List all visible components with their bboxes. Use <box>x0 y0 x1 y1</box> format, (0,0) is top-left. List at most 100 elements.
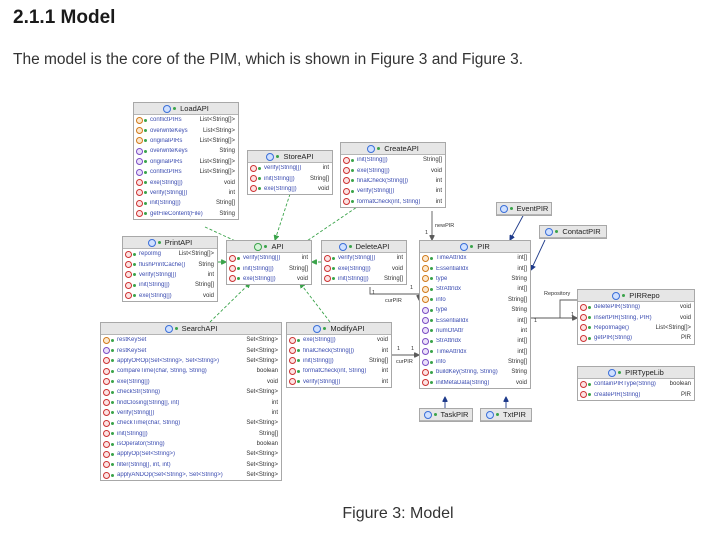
class-box-txtpir: TxtPIR <box>480 408 532 422</box>
member-type: void <box>391 265 403 272</box>
member-name: TimeAttrIdx <box>436 255 467 262</box>
edge-searchapi-api <box>209 283 250 323</box>
property-icon <box>136 168 143 176</box>
label-curpir-delete: curPIR <box>385 298 402 304</box>
member-name: info <box>436 359 446 366</box>
method-icon <box>250 185 257 193</box>
method-icon <box>422 368 429 376</box>
member-type: int[] <box>517 255 527 262</box>
visibility-icon <box>351 189 354 193</box>
class-header: EventPIR <box>497 203 551 215</box>
class-member: RepoImage()List<String[]> <box>578 323 694 333</box>
visibility-icon <box>111 380 114 384</box>
member-name: finalCheck(String[]) <box>357 177 409 184</box>
member-type: void <box>296 275 308 282</box>
member-name: init(String[]) <box>303 357 334 364</box>
visibility-icon <box>237 267 240 271</box>
method-icon <box>103 399 110 407</box>
method-icon <box>136 189 143 197</box>
class-member: exe(String[])void <box>227 274 311 284</box>
class-member: exe(String[])void <box>101 377 281 387</box>
class-icon <box>423 410 432 419</box>
member-type: String[] <box>507 296 527 303</box>
class-header: PIR <box>420 241 530 253</box>
member-name: EssentialIdx <box>436 317 469 324</box>
class-member: verify(String[])int <box>101 408 281 418</box>
class-header: TaskPIR <box>420 409 472 421</box>
class-header: ModifyAPI <box>287 323 391 335</box>
method-icon <box>343 187 350 195</box>
method-icon <box>422 379 429 387</box>
label-repository: Repository <box>544 291 571 297</box>
property-icon <box>422 327 429 335</box>
member-name: getPIR(String) <box>594 335 633 342</box>
member-name: originalPIRs <box>150 137 183 144</box>
intro-paragraph: The model is the core of the PIM, which … <box>13 51 524 68</box>
member-type: boolean <box>256 441 278 448</box>
member-type: int <box>381 378 388 385</box>
member-type: Set<String> <box>246 389 278 396</box>
method-icon <box>103 440 110 448</box>
method-icon <box>289 378 296 386</box>
class-icon <box>266 152 275 161</box>
member-type: int <box>381 347 388 354</box>
member-type: String <box>219 210 235 217</box>
member-name: compareTime(char, String, String) <box>117 368 207 375</box>
class-header: CreateAPI <box>341 143 445 155</box>
class-member: verify(String[])int <box>227 253 311 263</box>
class-member: verify(String[]) int <box>322 253 406 263</box>
class-header: PrintAPI <box>123 237 217 249</box>
class-member: init(String[])String[] <box>134 198 238 208</box>
label-mult-6: 1 <box>534 318 538 324</box>
label-mult-2: 1 <box>372 290 376 296</box>
class-name: API <box>271 242 284 251</box>
property-icon <box>422 337 429 345</box>
class-member: exe(String[])void <box>341 165 445 175</box>
visibility-icon <box>297 359 300 363</box>
member-name: init(String[]) <box>117 430 148 437</box>
class-member: applyANDOp(Set<String>, Set<String>)Set<… <box>101 470 281 480</box>
property-icon <box>103 347 110 355</box>
method-icon <box>580 380 587 388</box>
method-icon <box>343 156 350 164</box>
visibility-icon <box>111 411 114 415</box>
class-box-eventpir: EventPIR <box>496 202 552 216</box>
class-icon <box>460 242 469 251</box>
class-icon <box>499 204 508 213</box>
member-name: verify(String[]) <box>243 255 281 262</box>
visibility-icon <box>351 158 354 162</box>
visibility-icon <box>297 338 300 342</box>
member-name: finalCheck(String[]) <box>303 347 355 354</box>
member-type: List<String[]> <box>199 158 235 165</box>
visibility-icon <box>144 181 147 185</box>
member-type: Set<String> <box>246 451 278 458</box>
visibility-icon <box>133 263 136 267</box>
member-name: overwriteKeys <box>150 148 188 155</box>
method-icon <box>289 357 296 365</box>
visibility-icon <box>111 432 114 436</box>
member-name: insertPIR(String, PIR) <box>594 314 652 321</box>
class-member: formatCheck(int, String)int <box>341 197 445 207</box>
member-type: List<String[]> <box>199 137 235 144</box>
member-name: formatCheck(int, String) <box>303 368 367 375</box>
public-visibility-icon <box>264 245 268 248</box>
member-type: void <box>430 167 442 174</box>
member-type: int <box>207 271 214 278</box>
class-member: applyOROp(Set<String>, Set<String>)Set<S… <box>101 356 281 366</box>
member-type: String <box>511 307 527 314</box>
member-name: verify(String[]) <box>338 255 376 262</box>
member-type: int <box>396 255 403 262</box>
method-icon <box>125 292 132 300</box>
member-name: overwriteKeys <box>150 127 188 134</box>
visibility-icon <box>297 380 300 384</box>
member-name: conflictPIRs <box>150 117 182 124</box>
visibility-icon <box>237 256 240 260</box>
method-icon <box>580 314 587 322</box>
member-name: init(String[]) <box>264 175 295 182</box>
member-name: conflictPIRs <box>150 169 182 176</box>
